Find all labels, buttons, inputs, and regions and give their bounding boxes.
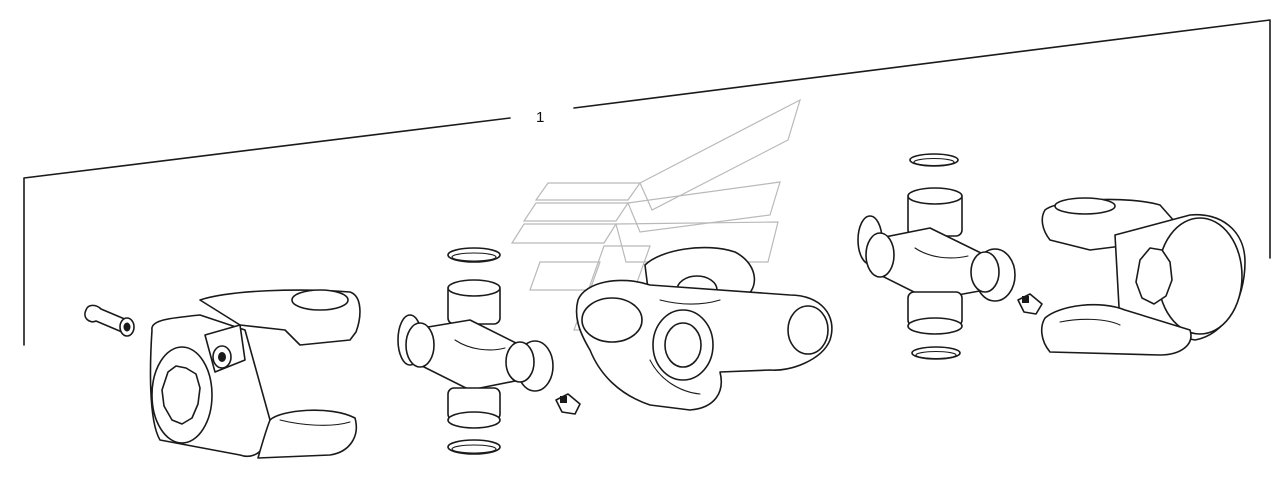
cross-journal — [405, 279, 535, 429]
center-coupling-yoke — [575, 246, 833, 411]
grease-fitting — [555, 393, 581, 415]
bolt — [84, 304, 135, 337]
callout-bracket: 1 — [23, 19, 1271, 346]
snap-ring — [447, 439, 501, 455]
watermark-logo — [510, 98, 801, 331]
grease-fitting — [1017, 293, 1043, 315]
yoke-right — [1040, 197, 1246, 356]
snap-ring — [911, 346, 961, 360]
snap-ring — [909, 153, 959, 167]
yoke-left — [149, 289, 361, 459]
snap-ring — [447, 247, 501, 263]
cross-journal — [865, 187, 1000, 335]
callout-label: 1 — [536, 109, 544, 126]
